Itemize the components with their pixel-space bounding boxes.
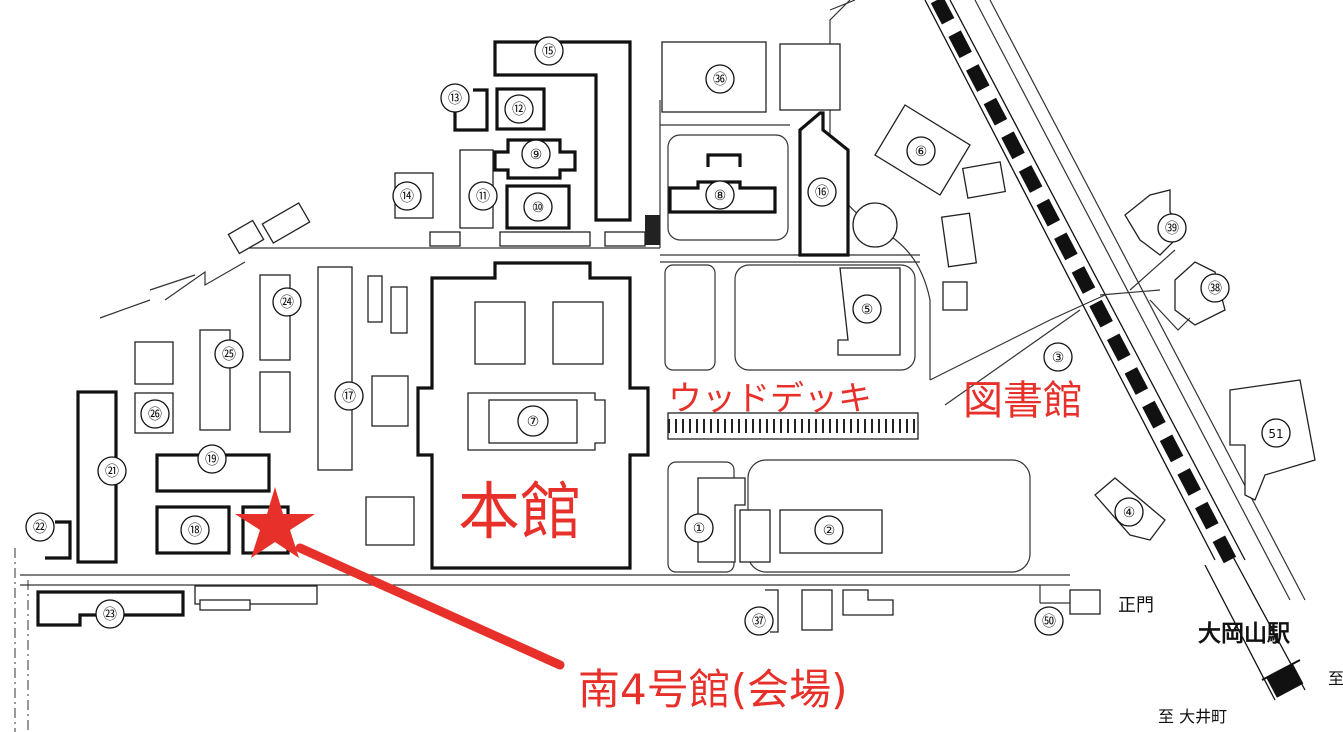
building-16: ⑯ — [807, 177, 837, 207]
svg-text:⑦: ⑦ — [527, 414, 540, 430]
building-10: ⑩ — [523, 192, 553, 222]
building-11: ⑪ — [468, 181, 498, 211]
building-25: ㉕ — [214, 339, 244, 369]
svg-text:㊿: ㊿ — [1042, 614, 1056, 630]
building-9: ⑨ — [521, 139, 551, 169]
svg-text:㉖: ㉖ — [148, 407, 162, 423]
building-4: ④ — [1114, 497, 1144, 527]
svg-text:④: ④ — [1123, 505, 1136, 521]
svg-text:51: 51 — [1268, 427, 1283, 441]
building-39: ㊴ — [1157, 213, 1187, 243]
building-36: ㊱ — [705, 64, 735, 94]
svg-text:⑱: ⑱ — [188, 523, 202, 539]
svg-text:㉑: ㉑ — [105, 464, 119, 480]
building-17: ⑰ — [334, 381, 364, 411]
buildings — [36, 40, 1316, 633]
building-26: ㉖ — [140, 399, 170, 429]
venue-pointer-line — [295, 543, 565, 670]
svg-text:①: ① — [693, 521, 706, 537]
svg-text:⑲: ⑲ — [205, 452, 219, 468]
svg-text:③: ③ — [1052, 350, 1065, 366]
svg-text:㊲: ㊲ — [752, 614, 766, 630]
honkan-label: 本館 — [458, 475, 582, 548]
star-icon — [235, 487, 315, 558]
svg-text:⑪: ⑪ — [476, 189, 490, 205]
svg-text:⑫: ⑫ — [512, 102, 526, 118]
building-8: ⑧ — [705, 180, 735, 210]
svg-text:⑯: ⑯ — [815, 185, 829, 201]
to-edge-label: 至 — [1328, 669, 1343, 688]
svg-text:⑰: ⑰ — [342, 389, 356, 405]
building-19: ⑲ — [197, 444, 227, 474]
to-oimachi-label: 至 大井町 — [1158, 707, 1227, 726]
building-6: ⑥ — [906, 136, 936, 166]
building-38: ㊳ — [1200, 273, 1230, 303]
svg-text:㊱: ㊱ — [713, 72, 727, 88]
building-13: ⑬ — [440, 83, 470, 113]
svg-text:⑬: ⑬ — [448, 91, 462, 107]
building-14: ⑭ — [392, 181, 422, 211]
building-numbers: ① ② ③ ④ ⑤ ⑥ ⑦ ⑧ ⑨ ⑩ ⑪ ⑫ ⑬ ⑭ ⑮ ⑯ ⑰ ⑱ ⑲ ㉑ … — [25, 36, 1291, 636]
roads — [14, 0, 1176, 732]
svg-text:⑭: ⑭ — [400, 189, 414, 205]
building-3: ③ — [1043, 342, 1073, 372]
building-5: ⑤ — [852, 294, 882, 324]
svg-text:㉒: ㉒ — [33, 520, 47, 536]
svg-text:⑤: ⑤ — [861, 302, 874, 318]
building-37: ㊲ — [744, 606, 774, 636]
library-label: 図書館 — [963, 378, 1083, 424]
building-50: ㊿ — [1034, 606, 1064, 636]
svg-text:⑧: ⑧ — [714, 188, 727, 204]
building-2: ② — [814, 515, 844, 545]
wood-deck-label: ウッドデッキ — [668, 379, 872, 419]
building-51: 51 — [1261, 418, 1291, 448]
main-gate-label: 正門 — [1118, 595, 1154, 616]
svg-text:⑮: ⑮ — [542, 44, 556, 60]
building-7: ⑦ — [517, 405, 549, 437]
svg-text:⑥: ⑥ — [915, 144, 928, 160]
building-18: ⑱ — [180, 515, 210, 545]
building-21: ㉑ — [97, 456, 127, 486]
building-23: ㉓ — [95, 599, 125, 629]
svg-text:㊳: ㊳ — [1208, 281, 1222, 297]
svg-text:⑩: ⑩ — [532, 200, 545, 216]
svg-text:㉕: ㉕ — [222, 347, 236, 363]
svg-text:⑨: ⑨ — [530, 147, 543, 163]
building-1: ① — [684, 513, 714, 543]
building-24: ㉔ — [272, 287, 302, 317]
building-22: ㉒ — [25, 512, 55, 542]
svg-text:㊴: ㊴ — [1165, 221, 1179, 237]
building-12: ⑫ — [504, 94, 534, 124]
venue-label: 南4号館(会場) — [578, 665, 848, 714]
building-15: ⑮ — [534, 36, 564, 66]
railway — [924, 0, 1306, 701]
station-label: 大岡山駅 — [1198, 621, 1290, 647]
svg-text:㉔: ㉔ — [280, 295, 294, 311]
svg-text:②: ② — [823, 523, 836, 539]
svg-text:㉓: ㉓ — [103, 607, 117, 623]
